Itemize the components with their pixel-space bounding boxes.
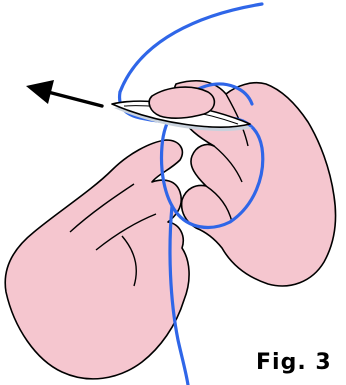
figure-caption: Fig. 3 — [256, 350, 332, 375]
right-thumb — [149, 87, 214, 118]
arrow-left-icon — [26, 80, 102, 106]
thread-upper — [120, 4, 262, 92]
